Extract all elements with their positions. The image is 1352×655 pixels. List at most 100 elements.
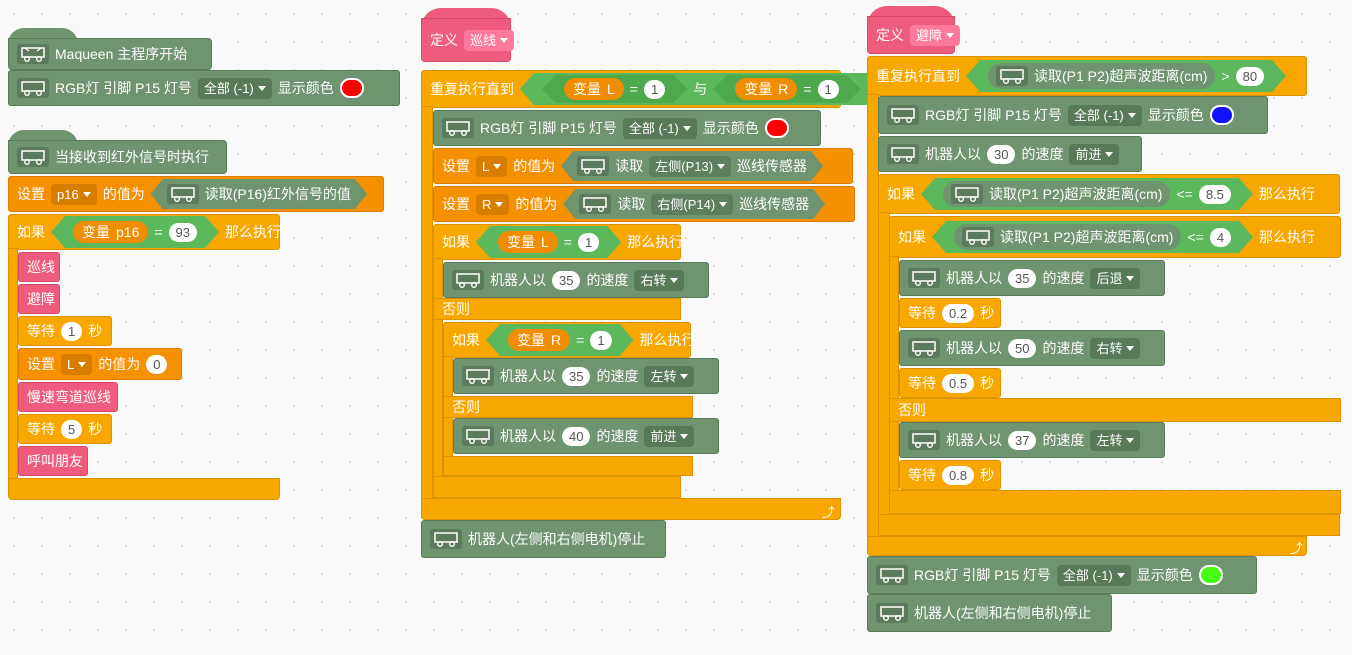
eq-value-input[interactable]: 1 (818, 80, 839, 99)
le-condition[interactable]: 读取(P1 P2)超声波距离(cm) <=4 (932, 221, 1253, 253)
speed-input[interactable]: 30 (987, 144, 1016, 164)
rgb-led-block-4[interactable]: RGB灯 引脚 P15 灯号 全部 (-1) 显示颜色 (867, 556, 1257, 594)
direction-dropdown[interactable]: 右转 (634, 269, 685, 291)
ultrasonic-reporter[interactable]: 读取(P1 P2)超声波距离(cm) (988, 63, 1215, 89)
proc-name-avoid[interactable]: 避障 (910, 24, 961, 46)
direction-dropdown[interactable]: 后退 (1090, 267, 1141, 289)
speed-input[interactable]: 37 (1008, 430, 1037, 450)
led-index-dropdown[interactable]: 全部 (-1) (1067, 104, 1142, 126)
repeat-until-block-2[interactable]: 重复执行直到 读取(P1 P2)超声波距离(cm) >80 (867, 56, 1307, 96)
set-L-sensor-block[interactable]: 设置 L 的值为 读取 左侧(P13) 巡线传感器 (433, 148, 853, 184)
set-R-sensor-block[interactable]: 设置 R 的值为 读取 右侧(P14) 巡线传感器 (433, 186, 855, 222)
var-dropdown-L[interactable]: L (476, 155, 508, 177)
wait-input[interactable]: 0.5 (942, 373, 975, 393)
var-dropdown-R[interactable]: R (476, 193, 510, 215)
define-patrol-block[interactable]: 定义 巡线 (421, 18, 515, 62)
rgb-led-block[interactable]: RGB灯 引脚 P15 灯号 全部 (-1) 显示颜色 (8, 70, 400, 106)
color-swatch-blue[interactable] (1209, 105, 1234, 125)
rgb-led-block-3[interactable]: RGB灯 引脚 P15 灯号 全部 (-1) 显示颜色 (878, 96, 1268, 134)
color-swatch-red[interactable] (339, 78, 364, 98)
sensor-side-dropdown[interactable]: 右侧(P14) (651, 194, 733, 215)
define-avoid-block[interactable]: 定义 避障 (867, 16, 961, 54)
gt-condition[interactable]: 读取(P1 P2)超声波距离(cm) >80 (966, 60, 1286, 92)
wait-input[interactable]: 0.8 (942, 465, 975, 485)
ultrasonic-reporter[interactable]: 读取(P1 P2)超声波距离(cm) (943, 181, 1170, 207)
call-patrol-block[interactable]: 巡线 (18, 252, 60, 282)
direction-dropdown[interactable]: 左转 (1090, 429, 1141, 451)
call-avoid-block[interactable]: 避障 (18, 284, 60, 314)
speed-input[interactable]: 35 (562, 366, 591, 386)
speed-input[interactable]: 35 (552, 270, 581, 290)
eq-value-input[interactable]: 1 (644, 80, 665, 99)
wait-input[interactable]: 5 (61, 419, 83, 439)
eq-value-input[interactable]: 1 (590, 331, 611, 350)
sensor-side-dropdown[interactable]: 左侧(P13) (649, 156, 731, 177)
wait-input[interactable]: 1 (61, 321, 83, 341)
proc-name-patrol[interactable]: 巡线 (464, 29, 515, 51)
read-ir-reporter[interactable]: 读取(P16)红外信号的值 (151, 179, 367, 209)
le-condition[interactable]: 读取(P1 P2)超声波距离(cm) <=8.5 (921, 178, 1253, 210)
if-dist-4-block[interactable]: 如果 读取(P1 P2)超声波距离(cm) <=4 那么执行 (889, 216, 1341, 258)
rgb-led-block-2[interactable]: RGB灯 引脚 P15 灯号 全部 (-1) 显示颜色 (433, 110, 821, 146)
compare-input[interactable]: 80 (1236, 67, 1264, 86)
speed-input[interactable]: 40 (562, 426, 591, 446)
read-line-sensor-right[interactable]: 读取 右侧(P14) 巡线传感器 (563, 189, 825, 219)
stop-motors-block[interactable]: 机器人(左侧和右侧电机)停止 (421, 520, 666, 558)
led-index-dropdown[interactable]: 全部 (-1) (622, 117, 697, 139)
color-swatch-red[interactable] (764, 118, 789, 138)
value-input[interactable]: 0 (146, 354, 168, 374)
ultrasonic-reporter[interactable]: 读取(P1 P2)超声波距离(cm) (954, 224, 1181, 250)
direction-dropdown[interactable]: 前进 (644, 425, 695, 447)
speed-input[interactable]: 35 (1008, 268, 1037, 288)
stop-motors-block-2[interactable]: 机器人(左侧和右侧电机)停止 (867, 594, 1112, 632)
direction-dropdown[interactable]: 左转 (644, 365, 695, 387)
call-slow-block[interactable]: 慢速弯道巡线 (18, 382, 118, 412)
if-dist-85-block[interactable]: 如果 读取(P1 P2)超声波距离(cm) <=8.5 那么执行 (878, 174, 1340, 214)
color-swatch-green[interactable] (1198, 565, 1223, 585)
set-L-block[interactable]: 设置 L 的值为 0 (18, 348, 182, 380)
ir-event-block[interactable]: 当接收到红外信号时执行 (8, 140, 227, 174)
led-index-dropdown[interactable]: 全部 (-1) (197, 77, 272, 99)
read-line-sensor-left[interactable]: 读取 左侧(P13) 巡线传感器 (561, 151, 823, 181)
set-p16-block[interactable]: 设置 p16 的值为 读取(P16)红外信号的值 (8, 176, 384, 212)
eq-value-input[interactable]: 93 (169, 223, 197, 242)
call-friend-block[interactable]: 呼叫朋友 (18, 446, 88, 476)
compare-input[interactable]: 4 (1210, 228, 1231, 247)
wait-input[interactable]: 0.2 (942, 303, 975, 323)
eq-value-input[interactable]: 1 (578, 233, 599, 252)
direction-dropdown[interactable]: 前进 (1069, 143, 1120, 165)
compare-input[interactable]: 8.5 (1199, 185, 1231, 204)
var-dropdown-L[interactable]: L (61, 353, 93, 375)
main-start-block[interactable]: Maqueen 主程序开始 (8, 38, 212, 70)
speed-input[interactable]: 50 (1008, 338, 1037, 358)
var-dropdown-p16[interactable]: p16 (51, 183, 97, 205)
direction-dropdown[interactable]: 右转 (1090, 337, 1141, 359)
